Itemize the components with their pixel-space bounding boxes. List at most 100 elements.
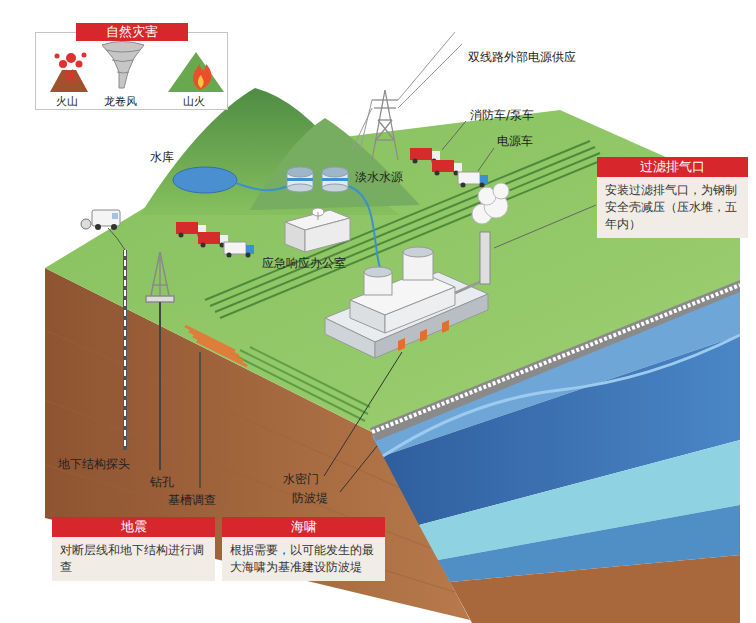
power-tower: [376, 139, 394, 140]
office-building: [305, 218, 350, 252]
part-label: 双线路外部电源供应: [468, 50, 576, 65]
watertight-door: [398, 320, 449, 351]
power-truck: [224, 242, 254, 258]
fire-truck: [435, 171, 440, 176]
water-tank: [287, 178, 313, 181]
power-truck: [458, 172, 488, 188]
fire-truck: [198, 232, 220, 244]
reservoir: [173, 167, 237, 193]
volcano-icon: [82, 53, 87, 58]
volcano-icon: [66, 70, 74, 84]
steam-cloud: [472, 183, 509, 224]
part-label: 水密门: [283, 472, 319, 487]
tornado-icon: [102, 42, 144, 89]
survey-van: [92, 210, 120, 226]
survey-van: [95, 224, 101, 230]
part-label: 消防车/泵车: [470, 108, 534, 123]
survey-van: [111, 224, 117, 230]
power-truck: [224, 242, 246, 254]
wildfire-icon: [168, 52, 224, 92]
drill-rig: [146, 296, 174, 302]
box-heading: 地震: [52, 517, 215, 537]
water-tank: [322, 178, 348, 181]
water-tank: [287, 184, 313, 192]
survey-van: [81, 219, 91, 229]
office-building: [318, 212, 319, 220]
callout-box: 过滤排气口安装过滤排气口，为钢制安全壳减压（压水堆，五年内）: [597, 157, 748, 238]
borehole: [159, 302, 161, 470]
fire-truck: [176, 222, 198, 234]
box-heading: 海啸: [222, 517, 385, 537]
water-tank: [287, 167, 313, 177]
office-building: [285, 208, 350, 252]
watertight-door: [420, 329, 427, 342]
tornado-icon: [106, 50, 140, 73]
terrace-lines: [205, 141, 600, 318]
volcano-icon: [66, 53, 76, 63]
power-truck: [458, 172, 480, 184]
survey-van: [112, 213, 118, 219]
trench: [189, 331, 239, 356]
trench: [185, 326, 247, 366]
mountain: [250, 118, 420, 210]
steam-cloud: [493, 183, 509, 199]
box-body: 安装过滤排气口，为钢制安全壳减压（压水堆，五年内）: [597, 177, 748, 238]
icon-label: 火山: [56, 94, 78, 109]
fire-truck: [201, 243, 206, 248]
box-body: 对断层线和地下结构进行调查: [52, 537, 215, 581]
leader-line: [442, 121, 494, 171]
fire-truck: [432, 160, 454, 172]
watertight-door: [398, 338, 405, 351]
power-truck: [227, 253, 232, 258]
trench-line: [199, 352, 201, 488]
slope-lines: [240, 350, 368, 414]
power-truck: [461, 183, 466, 188]
part-label: 电源车: [497, 134, 533, 149]
tornado-icon: [102, 42, 144, 89]
survey-van: [81, 210, 120, 230]
vent-pipe: [455, 281, 482, 293]
volcano-icon: [50, 53, 88, 93]
drill-rig: [150, 252, 160, 300]
volcano-icon: [50, 70, 88, 92]
slope-lines: [250, 347, 370, 407]
power-line: [398, 44, 462, 108]
power-tower: [378, 120, 394, 140]
part-label: 基槽调查: [168, 493, 216, 508]
probe-line: [123, 250, 127, 450]
terrace-lines: [205, 141, 590, 300]
power-plant: [364, 267, 392, 277]
power-tower: [372, 99, 398, 100]
power-truck: [246, 253, 251, 258]
wildfire-icon: [168, 52, 224, 92]
box-heading: 过滤排气口: [597, 157, 748, 177]
drill-rig: [159, 252, 161, 300]
office-building: [285, 222, 305, 252]
part-label: 淡水水源: [355, 170, 403, 185]
trench: [197, 341, 247, 366]
wildfire-icon: [198, 75, 204, 88]
fire-truck: [179, 233, 184, 238]
seabed: [450, 555, 740, 623]
watertight-door: [442, 320, 449, 333]
power-tower: [376, 120, 392, 140]
ground-strata: [45, 465, 455, 592]
box-body: 根据需要，以可能发生的最大海啸为基准建设防波堤: [222, 537, 385, 581]
power-line: [398, 32, 455, 100]
part-label: 防波堤: [292, 491, 328, 506]
drill-rig: [160, 252, 170, 300]
leader-line: [324, 352, 402, 476]
power-plant: [403, 247, 433, 257]
water-tank: [322, 167, 348, 177]
fire-truck: [410, 148, 432, 160]
callout-box: 地震对断层线和地下结构进行调查: [52, 517, 215, 581]
probe-cable: [108, 228, 125, 250]
volcano-icon: [55, 54, 60, 59]
leader-line: [340, 446, 377, 492]
power-line: [352, 108, 372, 150]
power-line: [352, 32, 462, 150]
vent-stack: [480, 232, 490, 284]
part-label: 应急响应办公室: [262, 256, 346, 271]
wildfire-icon: [193, 64, 211, 90]
fire-truck: [413, 159, 418, 164]
